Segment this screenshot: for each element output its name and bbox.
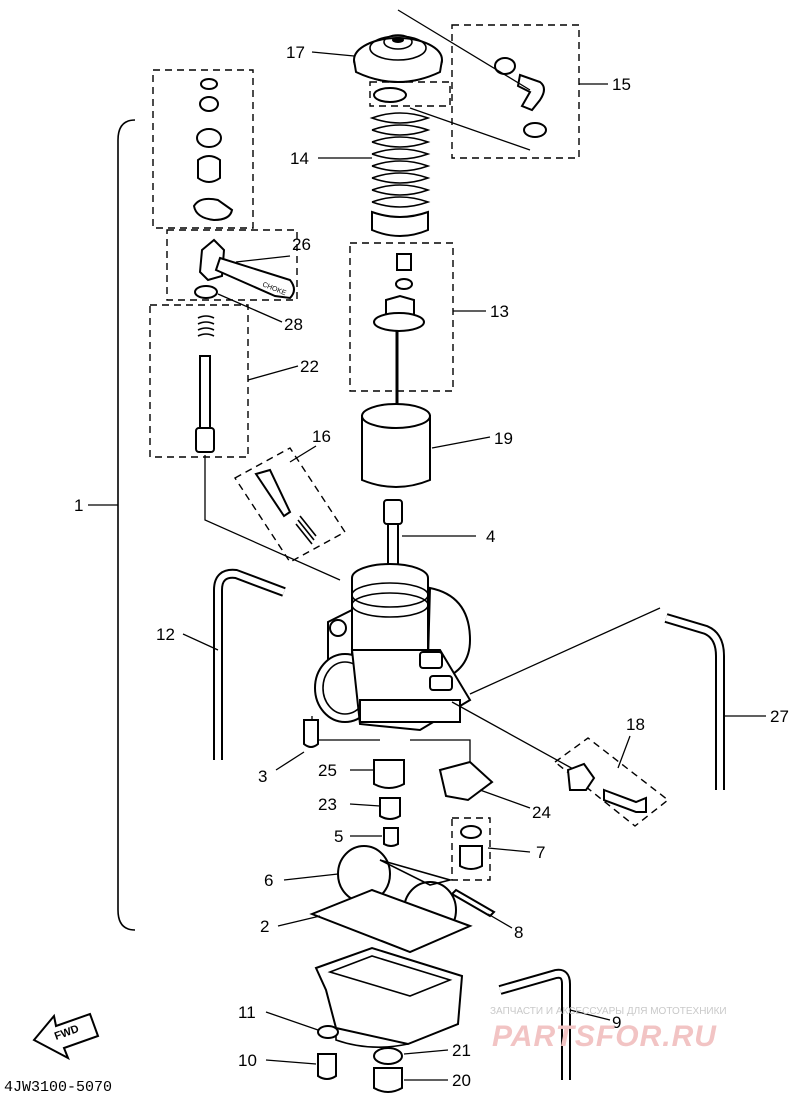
callout-9: 9 bbox=[612, 1013, 621, 1032]
plate-24 bbox=[438, 760, 494, 802]
callout-8: 8 bbox=[514, 923, 523, 942]
needle-jet-4 bbox=[383, 499, 403, 579]
callout-27: 27 bbox=[770, 707, 789, 726]
callout-6: 6 bbox=[264, 871, 273, 890]
callout-24: 24 bbox=[532, 803, 551, 822]
callout-5: 5 bbox=[334, 827, 343, 846]
callout-12: 12 bbox=[156, 625, 175, 644]
assembly-bracket-1 bbox=[117, 119, 136, 931]
throttle-valve-19 bbox=[361, 403, 431, 488]
callout-15: 15 bbox=[612, 75, 631, 94]
leader-27-body bbox=[469, 607, 661, 695]
group-box-15 bbox=[451, 24, 580, 159]
spacer-23 bbox=[379, 797, 401, 820]
callout-18: 18 bbox=[626, 715, 645, 734]
callout-7: 7 bbox=[536, 843, 545, 862]
group-box-choke-parts bbox=[152, 69, 254, 229]
gasket-11 bbox=[317, 1025, 339, 1039]
carburetor-body bbox=[314, 563, 472, 732]
leader-15-a bbox=[397, 9, 531, 91]
throttle-spring-14 bbox=[369, 112, 431, 237]
leader-18-body bbox=[451, 701, 576, 771]
callout-19: 19 bbox=[494, 429, 513, 448]
callout-20: 20 bbox=[452, 1071, 471, 1090]
float-bowl bbox=[314, 946, 464, 1048]
callout-26: 26 bbox=[292, 235, 311, 254]
jet-needle-13 bbox=[373, 253, 425, 440]
callout-labels: 1 2 3 4 5 6 7 8 9 10 11 12 13 14 15 16 1… bbox=[74, 43, 789, 1090]
screw-18 bbox=[603, 788, 647, 813]
nut-18 bbox=[566, 762, 596, 791]
group-box-18 bbox=[553, 737, 670, 827]
leader-22-body bbox=[204, 455, 341, 581]
main-jet-holder-25 bbox=[373, 759, 405, 789]
callout-14: 14 bbox=[290, 149, 309, 168]
callout-2: 2 bbox=[260, 917, 269, 936]
vent-hose-27 bbox=[664, 613, 725, 790]
overflow-hose-12 bbox=[213, 568, 286, 760]
callout-17: 17 bbox=[286, 43, 305, 62]
choke-lever-26: CHOKE bbox=[198, 238, 295, 300]
group-box-13 bbox=[349, 242, 454, 392]
callout-21: 21 bbox=[452, 1041, 471, 1060]
callout-leaders bbox=[88, 51, 766, 1081]
float-chamber-gasket-2 bbox=[309, 888, 473, 954]
group-box-16 bbox=[233, 447, 347, 563]
callout-3: 3 bbox=[258, 767, 267, 786]
choke-plunger-stack bbox=[192, 78, 234, 222]
callout-25: 25 bbox=[318, 761, 337, 780]
callout-22: 22 bbox=[300, 357, 319, 376]
drain-screw-10 bbox=[317, 1053, 337, 1080]
watermark-tagline: ЗАПЧАСТИ И АКСЕССУАРЫ ДЛЯ МОТОТЕХНИКИ bbox=[490, 1006, 727, 1017]
callout-10: 10 bbox=[238, 1051, 257, 1070]
group-box-7 bbox=[451, 817, 491, 881]
diagram-reference-code: 4JW3100-5070 bbox=[4, 1079, 112, 1096]
pilot-screw-16 bbox=[254, 468, 317, 545]
watermark-brand: PARTSFOR.RU bbox=[492, 1020, 717, 1053]
float-pin-8 bbox=[450, 888, 496, 918]
callout-13: 13 bbox=[490, 302, 509, 321]
callout-23: 23 bbox=[318, 795, 337, 814]
callout-28: 28 bbox=[284, 315, 303, 334]
circlip bbox=[373, 87, 407, 103]
cable-adjuster-15 bbox=[494, 57, 547, 138]
callout-4: 4 bbox=[486, 527, 495, 546]
leader-15-b bbox=[409, 107, 531, 151]
main-jet-5 bbox=[383, 827, 399, 847]
screw-3 bbox=[303, 719, 319, 748]
plug-20 bbox=[373, 1067, 403, 1093]
o-ring-21 bbox=[373, 1047, 403, 1065]
callout-1: 1 bbox=[74, 496, 83, 515]
washer-7 bbox=[460, 825, 482, 839]
callout-16: 16 bbox=[312, 427, 331, 446]
group-box-22 bbox=[149, 304, 249, 458]
choke-plunger-22 bbox=[195, 315, 215, 453]
pilot-jet-7 bbox=[459, 845, 483, 870]
o-ring-28 bbox=[194, 285, 218, 299]
mixing-chamber-top-17 bbox=[353, 34, 443, 83]
forward-arrow-icon: FWD bbox=[32, 1012, 100, 1061]
callout-11: 11 bbox=[238, 1003, 256, 1022]
